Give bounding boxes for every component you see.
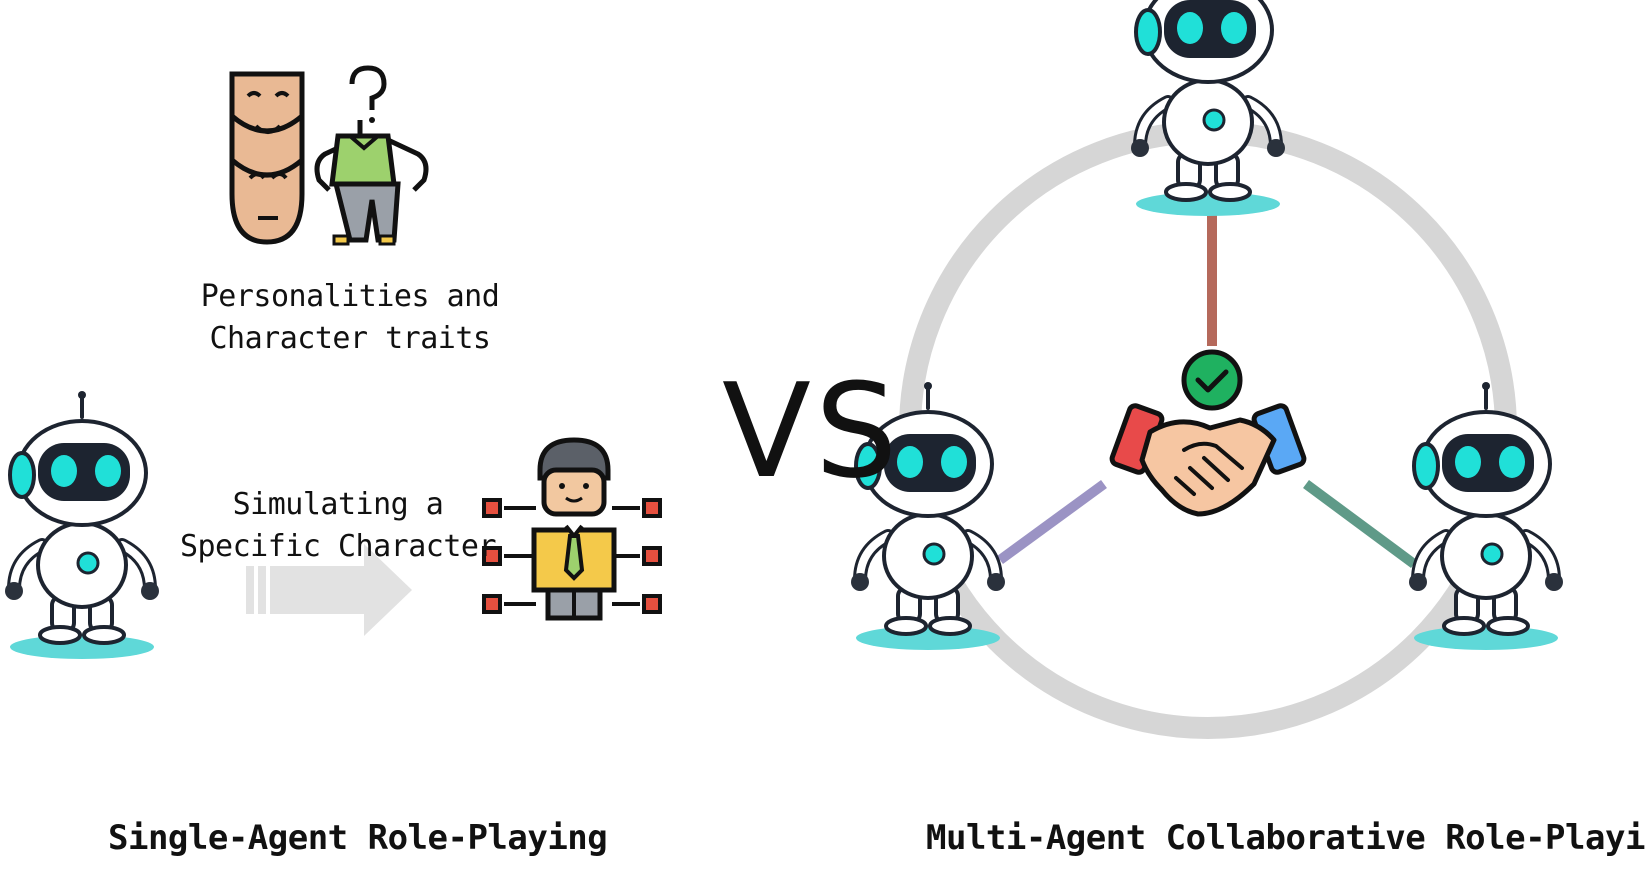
question-mark-icon (349, 65, 387, 123)
link-right (1303, 479, 1417, 569)
simulating-label-line1: Simulating a (232, 487, 444, 522)
masks-icon (229, 71, 305, 245)
faceless-person-icon (314, 120, 429, 246)
robot-icon (5, 391, 159, 659)
link-left (997, 479, 1107, 565)
simulating-label: Simulating a Specific Character (178, 484, 498, 568)
robot-icon (1131, 0, 1285, 216)
arrow-right-icon (246, 544, 412, 636)
personality-label-line1: Personalities and (200, 279, 500, 314)
vs-label: VS (722, 355, 902, 507)
simulating-label-line2: Specific Character (179, 529, 497, 564)
multi-agent-caption: Multi-Agent Collaborative Role-Playing (926, 818, 1645, 858)
personality-label-line2: Character traits (209, 321, 491, 356)
handshake-icon (1109, 403, 1307, 517)
personality-label: Personalities and Character traits (200, 276, 500, 360)
character-checklist-icon (482, 437, 662, 621)
single-agent-caption: Single-Agent Role-Playing (108, 818, 608, 858)
checkmark-icon (1181, 349, 1243, 411)
